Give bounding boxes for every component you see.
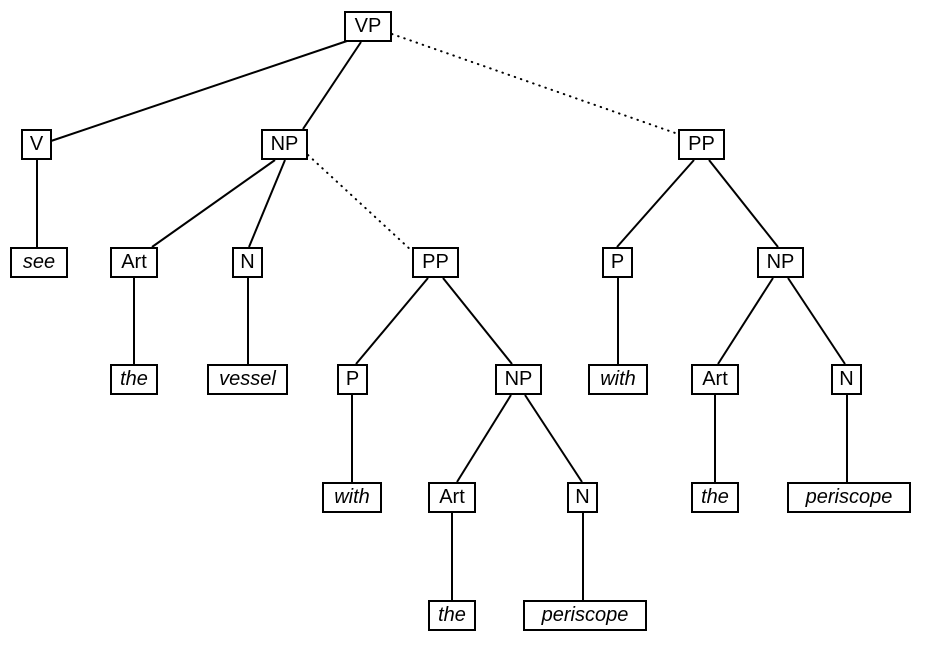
node-label: the	[701, 485, 729, 508]
leaf-node-periscope_m[interactable]: periscope	[523, 600, 647, 631]
node-label: Art	[439, 485, 465, 508]
node-label: with	[600, 367, 636, 390]
node-label: NP	[504, 367, 533, 390]
node-label: V	[29, 132, 44, 155]
node-label: NP	[766, 250, 795, 273]
node-label: the	[120, 367, 148, 390]
category-node-art1[interactable]: Art	[110, 247, 158, 278]
node-label: PP	[688, 132, 715, 155]
category-node-np1[interactable]: NP	[261, 129, 308, 160]
leaf-node-vessel[interactable]: vessel	[207, 364, 288, 395]
category-node-pp_mid[interactable]: PP	[412, 247, 459, 278]
tree-edge-np_right-to-art_right	[717, 277, 774, 365]
tree-edge-np1-to-pp_mid	[307, 154, 413, 252]
category-node-v[interactable]: V	[21, 129, 52, 160]
category-node-p_mid[interactable]: P	[337, 364, 368, 395]
category-node-vp[interactable]: VP	[344, 11, 392, 42]
node-label: N	[839, 367, 854, 390]
category-node-pp_right[interactable]: PP	[678, 129, 725, 160]
node-label: PP	[422, 250, 449, 273]
tree-edge-vp-to-pp_right	[391, 33, 679, 135]
category-node-np_mid[interactable]: NP	[495, 364, 542, 395]
node-label: periscope	[805, 485, 893, 508]
category-node-art_right[interactable]: Art	[691, 364, 739, 395]
node-label: P	[345, 367, 360, 390]
category-node-n1[interactable]: N	[232, 247, 263, 278]
leaf-node-periscope_r[interactable]: periscope	[787, 482, 911, 513]
tree-edge-np1-to-n1	[248, 159, 286, 248]
leaf-node-the_mid[interactable]: the	[428, 600, 476, 631]
node-label: the	[438, 603, 466, 626]
category-node-p_right[interactable]: P	[602, 247, 633, 278]
tree-edge-np_right-to-n_right	[787, 277, 846, 365]
tree-edge-pp_mid-to-np_mid	[442, 277, 513, 365]
tree-edge-vp-to-np1	[302, 41, 362, 130]
tree-edge-pp_mid-to-p_mid	[355, 277, 429, 365]
category-node-art_mid[interactable]: Art	[428, 482, 476, 513]
node-label: Art	[121, 250, 147, 273]
node-label: periscope	[541, 603, 629, 626]
tree-edge-np1-to-art1	[151, 159, 276, 248]
node-label: NP	[270, 132, 299, 155]
tree-edge-vp-to-v	[50, 40, 348, 142]
node-label: P	[610, 250, 625, 273]
leaf-node-the1[interactable]: the	[110, 364, 158, 395]
node-label: VP	[354, 14, 382, 37]
leaf-node-see[interactable]: see	[10, 247, 68, 278]
node-label: N	[240, 250, 255, 273]
leaf-node-the_right[interactable]: the	[691, 482, 739, 513]
node-label: see	[22, 250, 56, 273]
tree-edge-np_mid-to-art_mid	[456, 394, 512, 483]
category-node-n_mid[interactable]: N	[567, 482, 598, 513]
category-node-np_right[interactable]: NP	[757, 247, 804, 278]
node-label: Art	[702, 367, 728, 390]
node-label: N	[575, 485, 590, 508]
tree-edge-pp_right-to-p_right	[616, 159, 695, 248]
leaf-node-with_right[interactable]: with	[588, 364, 648, 395]
category-node-n_right[interactable]: N	[831, 364, 862, 395]
tree-edge-pp_right-to-np_right	[708, 159, 779, 248]
node-label: vessel	[219, 367, 276, 390]
tree-edge-np_mid-to-n_mid	[524, 394, 583, 483]
leaf-node-with_mid[interactable]: with	[322, 482, 382, 513]
node-label: with	[334, 485, 370, 508]
